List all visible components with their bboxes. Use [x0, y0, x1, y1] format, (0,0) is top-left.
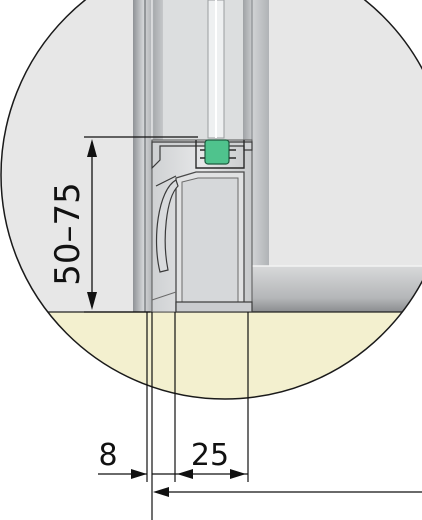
detail-circle-outline: [0, 0, 422, 400]
arrow-down-icon: [87, 292, 97, 310]
arrow-left-icon: [153, 487, 169, 497]
arrow-up-icon: [87, 139, 97, 157]
threshold-profile: [151, 139, 253, 313]
offset-label: 8: [98, 438, 117, 473]
sill-band: [243, 266, 422, 312]
glass-pane: [163, 0, 251, 140]
green-gasket: [204, 139, 230, 165]
floor-slab: [45, 311, 422, 399]
reference-line: [153, 487, 422, 497]
height-range-label: 50–75: [48, 182, 88, 286]
arrow-right-icon: [131, 469, 147, 479]
width-dimension: [98, 469, 248, 479]
arrow-left-icon: [177, 469, 193, 479]
profile-width-label: 25: [191, 438, 229, 473]
extension-lines: [146, 312, 249, 520]
profile-fin: [155, 179, 179, 273]
arrow-right-icon: [230, 469, 246, 479]
height-dimension: [84, 136, 198, 313]
